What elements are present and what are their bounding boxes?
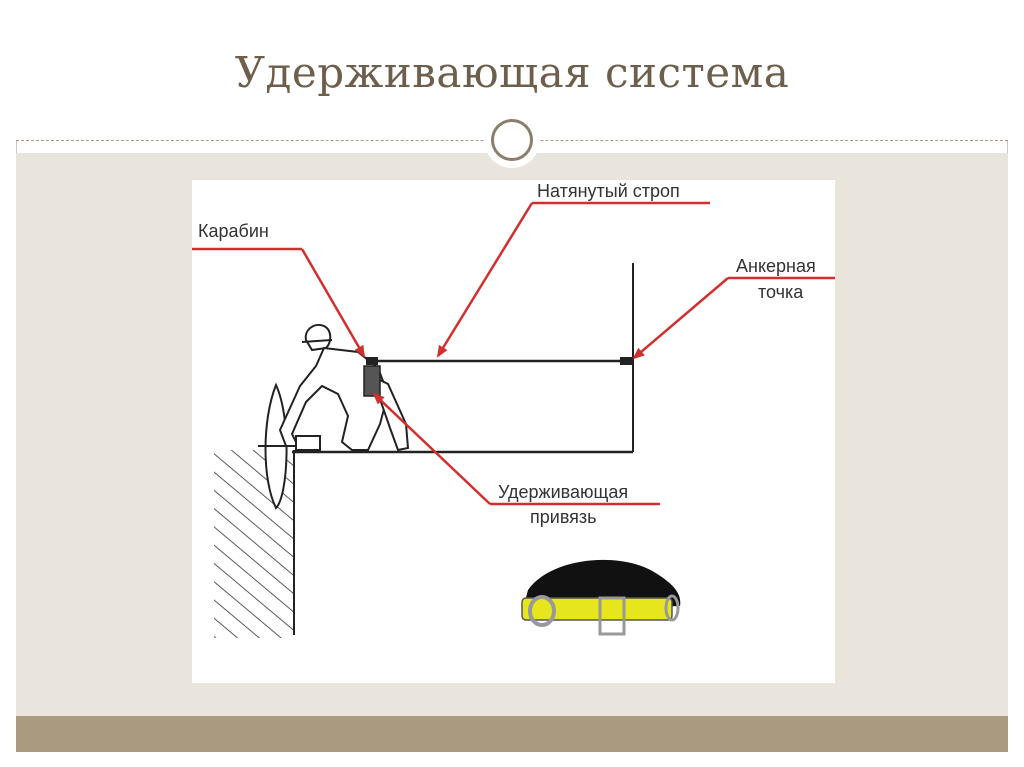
- carabiner-clip: [366, 357, 378, 365]
- diagram-panel: Карабин Натянутый строп Анкерная точка У…: [192, 180, 835, 683]
- arrow-harness: [372, 392, 491, 505]
- bottom-bar: [16, 716, 1008, 752]
- label-anchor-line2: точка: [758, 282, 804, 302]
- arrow-anchor: [632, 277, 729, 360]
- label-anchor-line1: Анкерная: [736, 256, 816, 276]
- label-harness-line2: привязь: [530, 507, 597, 527]
- label-carabiner: Карабин: [198, 221, 269, 241]
- slide-title: Удерживающая система: [234, 48, 790, 97]
- label-harness-line1: Удерживающая: [498, 482, 628, 502]
- anchor-clip: [620, 357, 632, 365]
- arrow-carabiner: [300, 248, 366, 358]
- divider-ornament: [484, 112, 540, 168]
- arrow-lanyard: [436, 202, 534, 358]
- ring-ornament-icon: [491, 119, 533, 161]
- harness-belt-image: [521, 559, 681, 636]
- restraint-system-diagram: Карабин Натянутый строп Анкерная точка У…: [192, 181, 835, 638]
- worker-harness: [363, 365, 381, 397]
- worker-figure: [278, 324, 410, 452]
- label-lanyard: Натянутый строп: [537, 181, 680, 201]
